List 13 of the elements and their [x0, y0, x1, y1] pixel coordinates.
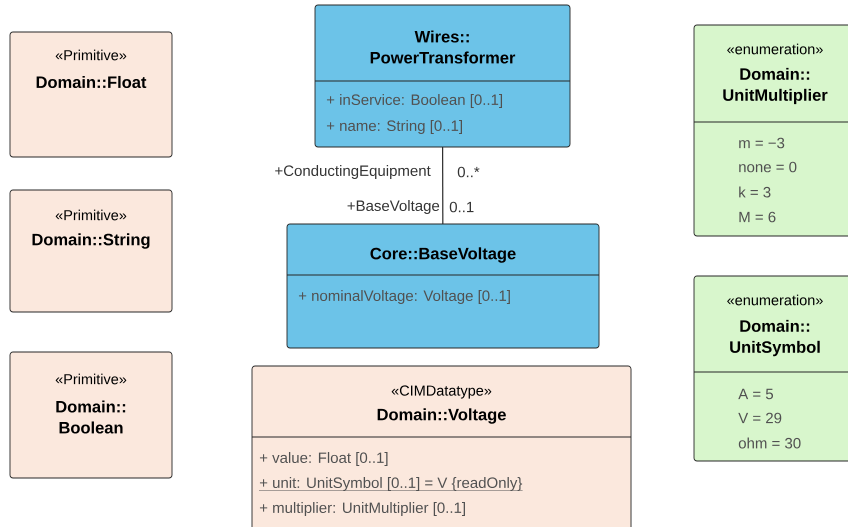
- class-box: Core::BaseVoltage + nominalVoltage: Voltage [0..1]: [286, 224, 600, 348]
- class-box: «CIMDatatype» Domain::Voltage + value: Float [0..1] + unit: UnitSymbol [0..1] = V {readOnly} + multiplier: UnitMultiplier [0..1]: [252, 366, 632, 527]
- class-box: «enumeration» Domain:: UnitMultiplier m = −3 none = 0 k = 3 M = 6: [694, 24, 848, 236]
- multiplicity-label: 0..*: [458, 166, 480, 178]
- association-line: [442, 146, 444, 224]
- class-box: «enumeration» Domain:: UnitSymbol A = 5 V = 29 ohm = 30: [694, 276, 848, 462]
- class-box: «Primitive» Domain::Float: [10, 32, 172, 158]
- class-box: Wires:: PowerTransformer + inService: Boolean [0..1] + name: String [0..1]: [314, 4, 570, 148]
- class-box: «Primitive» Domain::String: [10, 190, 172, 312]
- multiplicity-label: 0..1: [450, 202, 474, 212]
- role-label: +BaseVoltage: [348, 200, 440, 214]
- role-label: +ConductingEquipment: [275, 165, 431, 179]
- class-box: «Primitive» Domain:: Boolean: [10, 352, 172, 478]
